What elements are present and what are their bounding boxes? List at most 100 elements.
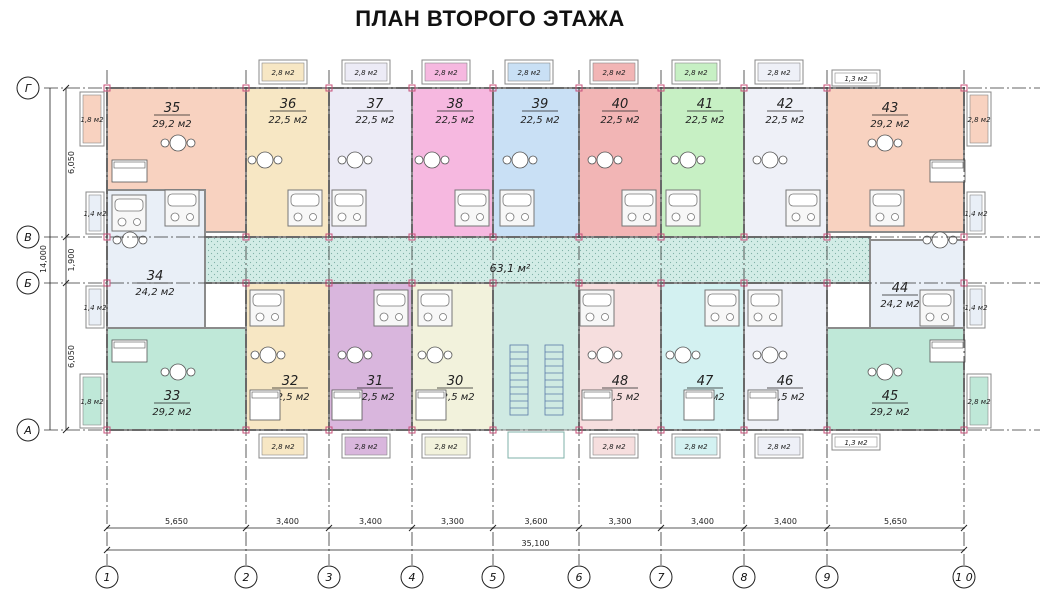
apartment-area: 29,2 м2	[152, 407, 191, 418]
apartment-area: 29,2 м2	[870, 407, 909, 418]
balcony: 2,8 м2	[341, 433, 391, 459]
dimension-value: 5,650	[884, 517, 907, 526]
axis-col-5: 5	[481, 70, 505, 589]
axis-row-1: Г	[16, 76, 1040, 100]
axis-row-2: В	[16, 225, 1040, 249]
balcony-area: 2,8 м2	[354, 69, 378, 77]
balcony: 2,8 м2	[258, 433, 308, 459]
apartment-number: 38	[447, 97, 464, 112]
bed	[249, 389, 281, 421]
apartment-number: 47	[697, 374, 714, 389]
dining-table	[250, 346, 286, 364]
dining-table	[867, 134, 903, 152]
bathroom	[579, 289, 615, 327]
staircase	[509, 344, 564, 416]
balcony-area: 2,8 м2	[354, 443, 378, 451]
apartment-number: 43	[882, 101, 899, 116]
balcony-area: 2,8 м2	[434, 69, 458, 77]
apartment-number: 44	[892, 281, 909, 296]
apartment-number: 33	[164, 389, 181, 404]
balcony-area: 1,4 м2	[964, 210, 988, 218]
axis-col-10: 1 0	[952, 70, 976, 589]
balcony: 2,8 м2	[754, 59, 804, 85]
apartment-number: 41	[697, 97, 714, 112]
axis-col-label: 6	[576, 571, 583, 584]
dimension-total: 35,100	[522, 539, 550, 548]
balcony-area: 1,4 м2	[83, 210, 107, 218]
bathroom	[287, 189, 323, 227]
balcony-area: 1,3 м2	[844, 75, 868, 83]
balcony: 2,8 м2	[671, 433, 721, 459]
bathroom	[164, 189, 200, 227]
balcony: 2,8 м2	[341, 59, 391, 85]
balcony: 2,8 м2	[966, 91, 992, 147]
apartment-area: 24,2 м2	[135, 287, 174, 298]
axis-row-label: В	[24, 231, 32, 244]
bathroom	[704, 289, 740, 327]
bed	[683, 389, 715, 421]
dimension-value: 3,400	[276, 517, 299, 526]
apartment-area: 22,5 м2	[435, 115, 474, 126]
dining-table	[337, 346, 373, 364]
balcony: 1,4 м2	[964, 191, 988, 235]
apartment-area: 29,2 м2	[152, 119, 191, 130]
bathroom	[621, 189, 657, 227]
dimension-value: 3,300	[441, 517, 464, 526]
apartment-number: 34	[147, 269, 164, 284]
bathroom	[869, 189, 905, 227]
dining-table	[587, 151, 623, 169]
bathroom	[747, 289, 783, 327]
apartment-area: 22,5 м2	[765, 392, 804, 403]
bathroom	[249, 289, 285, 327]
axis-col-3: 3	[317, 70, 341, 589]
dining-table	[587, 346, 623, 364]
balcony: 2,8 м2	[421, 59, 471, 85]
apartment-number: 32	[282, 374, 299, 389]
balcony-area: 2,8 м2	[602, 69, 626, 77]
axis-col-label: 7	[658, 571, 665, 584]
corridor-area-label: 63,1 м²	[490, 262, 531, 275]
balcony: 2,8 м2	[258, 59, 308, 85]
dining-table	[160, 134, 196, 152]
bathroom	[111, 194, 147, 232]
dimension-left-value: 1,900	[67, 249, 76, 272]
balcony: 1,4 м2	[964, 285, 988, 329]
bed	[581, 389, 613, 421]
apartment-area: 22,5 м2	[435, 392, 474, 403]
apartment-number: 48	[612, 374, 629, 389]
apartment-number: 46	[777, 374, 794, 389]
balcony-area: 2,8 м2	[271, 443, 295, 451]
bed	[415, 389, 447, 421]
apartment-area: 22,5 м2	[600, 392, 639, 403]
dining-table	[417, 346, 453, 364]
apartment-area: 22,5 м2	[685, 115, 724, 126]
apartment-area: 22,5 м2	[270, 392, 309, 403]
bed	[111, 339, 148, 363]
apartment-area: 22,5 м2	[268, 115, 307, 126]
dining-table	[160, 363, 196, 381]
dimension-left-total: 14,000	[39, 245, 48, 273]
axis-row-3: Б	[16, 271, 1040, 295]
balcony-area: 2,8 м2	[767, 443, 791, 451]
dimension-value: 3,300	[609, 517, 632, 526]
dining-table	[112, 231, 148, 249]
dimension-left-value: 6,050	[67, 345, 76, 368]
axis-col-6: 6	[567, 70, 591, 589]
balcony-area: 1,8 м2	[80, 116, 104, 124]
balcony: 2,8 м2	[589, 433, 639, 459]
corridor	[204, 236, 871, 284]
axis-col-label: 2	[243, 571, 250, 584]
bathroom	[785, 189, 821, 227]
balcony: 1,8 м2	[79, 91, 105, 147]
apartment-area: 22,5 м2	[355, 115, 394, 126]
bathroom	[373, 289, 409, 327]
axis-col-label: 4	[409, 571, 416, 584]
apartment-number: 39	[532, 97, 549, 112]
apartment-number: 40	[612, 97, 629, 112]
bathroom	[499, 189, 535, 227]
balcony-area: 1,3 м2	[844, 439, 868, 447]
balcony-area: 1,4 м2	[964, 304, 988, 312]
dimension-value: 3,400	[359, 517, 382, 526]
